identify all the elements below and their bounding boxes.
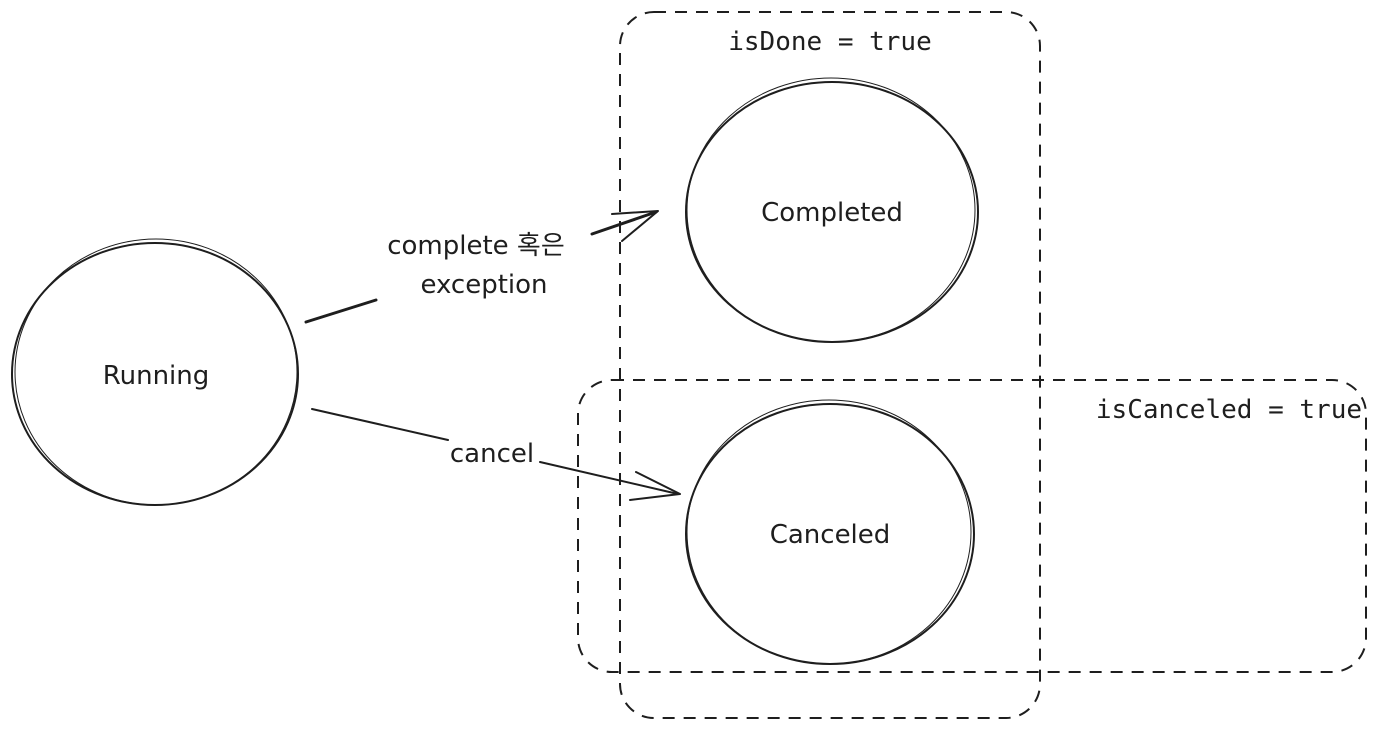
- transition-complete-label-line1: complete 혹은: [387, 231, 565, 261]
- transition-complete-line-segment: [590, 210, 658, 236]
- group-is-done-label: isDone = true: [728, 27, 932, 57]
- group-is-done-border: [619, 11, 1041, 719]
- transition-cancel-arrowhead: [629, 471, 681, 501]
- transition-cancel-line: [311, 408, 449, 441]
- transition-complete-label-line2: exception: [420, 270, 547, 300]
- state-running-circle-sketch: [14, 238, 298, 506]
- state-canceled-circle-sketch: [686, 399, 972, 665]
- transition-complete-arrowhead: [611, 210, 659, 242]
- state-completed-circle-sketch: [686, 77, 976, 343]
- group-is-canceled-label: isCanceled = true: [1096, 395, 1362, 425]
- group-is-canceled: isCanceled = true: [577, 379, 1367, 673]
- state-running-label: Running: [103, 361, 210, 391]
- transition-cancel-line-segment: [539, 461, 679, 495]
- transition-complete-line: [304, 298, 378, 324]
- state-canceled: Canceled: [685, 399, 975, 665]
- state-completed-label: Completed: [761, 198, 903, 228]
- group-is-done: isDone = true: [619, 11, 1041, 719]
- state-running: Running: [11, 238, 299, 506]
- state-completed: Completed: [685, 77, 979, 343]
- transition-complete: complete 혹은 exception: [304, 210, 659, 324]
- group-is-canceled-border: [577, 379, 1367, 673]
- transition-cancel-label: cancel: [450, 439, 534, 469]
- transition-cancel: cancel: [311, 408, 681, 501]
- state-canceled-label: Canceled: [770, 520, 891, 550]
